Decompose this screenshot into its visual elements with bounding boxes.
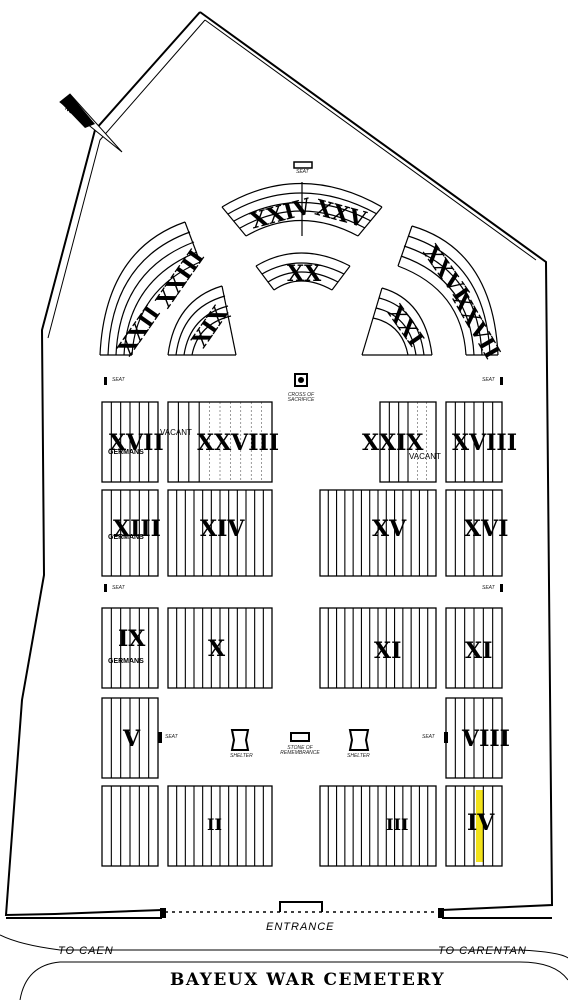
shelter-left-label: SHELTER — [230, 753, 253, 759]
road-left-label: TO CAEN — [58, 945, 114, 957]
shelter-right-icon — [348, 729, 370, 751]
plot-fan-left — [99, 221, 237, 356]
road-right-label: TO CARENTAN — [438, 945, 527, 957]
block-ii — [167, 785, 273, 867]
boundary-wall — [4, 11, 554, 917]
plot-label-xv: XV — [372, 516, 407, 542]
block-viii — [445, 697, 503, 779]
plot-label-xvii: XVII — [109, 430, 164, 456]
germans-label-xvii: GERMANS — [108, 449, 144, 456]
shelter-left-icon — [230, 729, 250, 751]
plot-label-x: X — [208, 636, 226, 662]
block-iv — [445, 785, 503, 867]
seat-label-ne: SEAT — [482, 377, 495, 383]
plot-label-viii: VIII — [462, 726, 510, 752]
entrance-label: ENTRANCE — [266, 921, 335, 933]
plot-label-xxviii: XXVIII — [197, 430, 280, 456]
block-x — [167, 607, 273, 689]
block-xi — [445, 607, 503, 689]
block-xxix — [379, 401, 437, 483]
vacant-label-left: VACANT — [160, 428, 192, 437]
plot-label-xviii: XVIII — [452, 430, 518, 456]
plot-label-xiv: XIV — [200, 516, 245, 542]
plot-fan-top — [221, 182, 383, 237]
block-xvii — [101, 401, 159, 483]
shelter-right-label: SHELTER — [347, 753, 370, 759]
block-ix — [101, 607, 159, 689]
stone-of-remembrance-icon — [290, 732, 310, 742]
plot-label-ii: II — [207, 815, 222, 834]
plot-label-xvi: XVI — [464, 516, 509, 542]
plot-label-iv: IV — [467, 810, 495, 836]
block-xiii — [101, 489, 159, 577]
block-xviii — [445, 401, 503, 483]
plot-label-xi: XI — [465, 638, 493, 664]
block-v — [101, 697, 159, 779]
seat-label-e: SEAT — [482, 585, 495, 591]
plot-fan-middle — [255, 252, 351, 291]
block-xi-center — [319, 607, 437, 689]
block-iii — [319, 785, 437, 867]
block-xxviii — [167, 401, 273, 483]
block-i — [101, 785, 159, 867]
stone-label: STONE OF REMEMBRANCE — [280, 745, 320, 756]
vacant-label-right: VACANT — [409, 452, 441, 461]
plot-fan-right — [361, 225, 499, 356]
plot-label-ix: IX — [118, 626, 146, 652]
plot-label-xx: XX — [287, 261, 322, 287]
block-xvi — [445, 489, 503, 577]
plot-iv-highlight — [476, 790, 483, 862]
block-xv — [319, 489, 437, 577]
plot-label-xiii: XIII — [113, 516, 161, 542]
germans-label-ix: GERMANS — [108, 658, 144, 665]
plot-label-xi-center: XI — [374, 638, 402, 664]
plot-label-v: V — [123, 726, 141, 752]
map-title: BAYEUX WAR CEMETERY — [170, 970, 446, 990]
seat-label-nw: SEAT — [112, 377, 125, 383]
plot-label-xxix: XXIX — [362, 430, 424, 456]
seat-label-right: SEAT — [422, 734, 435, 740]
plot-label-iii: III — [386, 815, 409, 834]
seat-label-top: SEAT — [296, 169, 309, 175]
cross-label: CROSS OF SACRIFICE — [287, 392, 315, 403]
seat-label-w: SEAT — [112, 585, 125, 591]
block-xiv — [167, 489, 273, 577]
seat-label-left: SEAT — [165, 734, 178, 740]
germans-label-xiii: GERMANS — [108, 534, 144, 541]
